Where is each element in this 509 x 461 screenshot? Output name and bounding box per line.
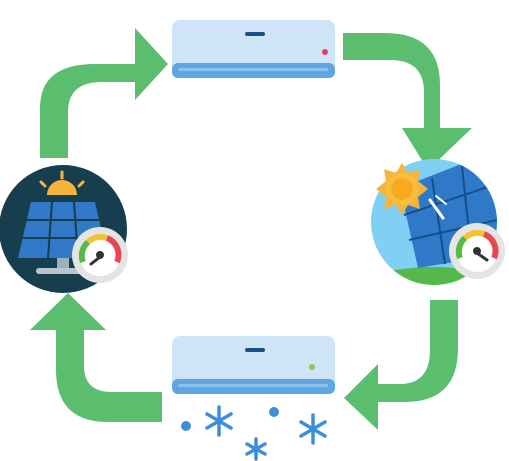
sun-icon [376,163,428,215]
sunny-solar-panel-icon [371,159,505,285]
gauge-icon [449,223,505,279]
solar-panel-icon [0,165,128,293]
snowflake-icon [299,413,327,445]
snowflake-icon [205,405,233,437]
ac-vent [245,348,265,352]
cold-air-icons [181,405,327,461]
arrow-left-to-top [40,28,168,158]
arrow-top-to-right [343,33,472,170]
snowflake-icon [245,437,267,461]
arrow-bottom-to-left [30,293,162,422]
ac-indicator-green [309,364,315,370]
air-conditioner-icon [172,20,335,78]
cold-dot [181,421,191,431]
ac-vent [245,32,265,36]
gauge-icon [72,227,128,283]
ac-indicator-red [322,49,328,55]
arrow-right-to-bottom [344,300,458,430]
cold-dot [269,407,279,417]
air-conditioner-cooling-icon [172,336,335,394]
